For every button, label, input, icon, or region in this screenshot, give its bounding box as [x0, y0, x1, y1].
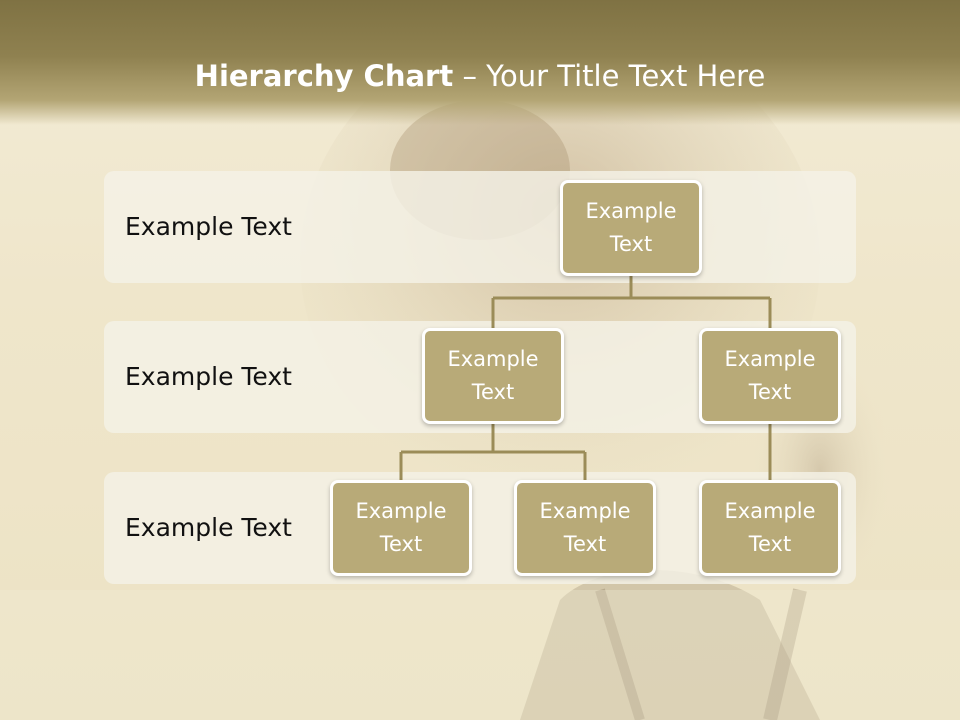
row-band-1 [104, 171, 856, 283]
row-label-1: Example Text [125, 212, 292, 241]
node-level3-1: Example Text [330, 480, 472, 576]
node-level3-2: Example Text [514, 480, 656, 576]
slide-title: Hierarchy Chart – Your Title Text Here [0, 56, 960, 96]
node-root: Example Text [560, 180, 702, 276]
title-rest: – Your Title Text Here [453, 59, 766, 93]
header-band [0, 0, 960, 125]
row-label-2: Example Text [125, 362, 292, 391]
node-level2-right: Example Text [699, 328, 841, 424]
title-bold: Hierarchy Chart [194, 59, 454, 93]
node-level3-3: Example Text [699, 480, 841, 576]
node-level2-left: Example Text [422, 328, 564, 424]
row-label-3: Example Text [125, 513, 292, 542]
